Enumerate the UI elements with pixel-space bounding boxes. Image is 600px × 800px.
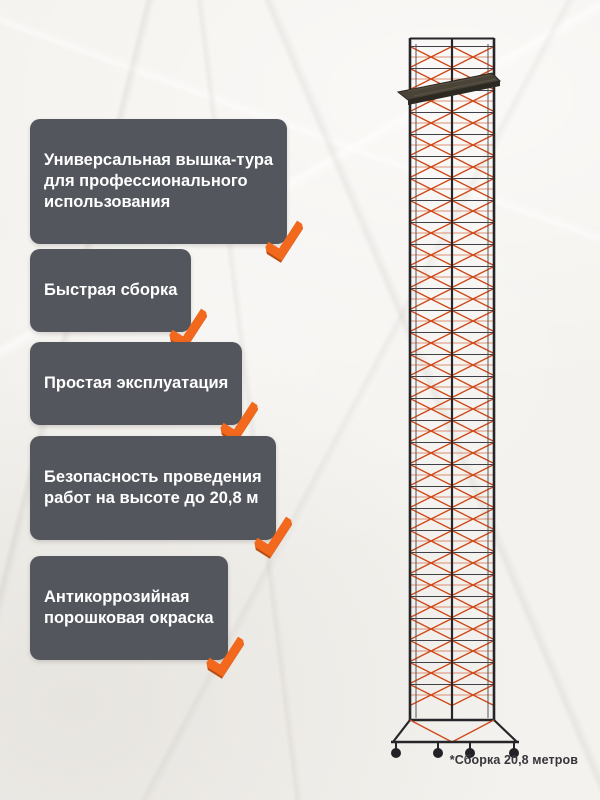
feature-label: Безопасность проведения работ на высоте …	[44, 467, 262, 507]
assembly-height-caption: *Сборка 20,8 метров	[449, 753, 578, 767]
scaffold-tower-illustration	[391, 37, 519, 758]
feature-badge-fast-assembly: Быстрая сборка	[30, 249, 210, 351]
feature-badge-easy-operation: Простая эксплуатация	[30, 342, 261, 444]
checkmark-icon	[203, 636, 246, 679]
feature-label: Антикоррозийная порошковая окраска	[44, 587, 214, 627]
feature-label: Простая эксплуатация	[44, 373, 229, 392]
tower-platform	[396, 72, 502, 105]
feature-label: Универсальная вышка-тура для профессиона…	[44, 150, 274, 211]
tower-wheels	[391, 742, 519, 758]
checkmark-icon	[262, 220, 305, 263]
tower-base	[391, 719, 519, 758]
checkmark-icon	[251, 516, 294, 559]
feature-badge-anticorrosion-coating: Антикоррозийная порошковая окраска	[30, 556, 246, 679]
tower-posts	[408, 37, 496, 722]
feature-label: Быстрая сборка	[44, 280, 178, 299]
feature-badge-universal: Универсальная вышка-тура для профессиона…	[30, 119, 305, 263]
feature-badge-work-safety: Безопасность проведения работ на высоте …	[30, 436, 294, 559]
